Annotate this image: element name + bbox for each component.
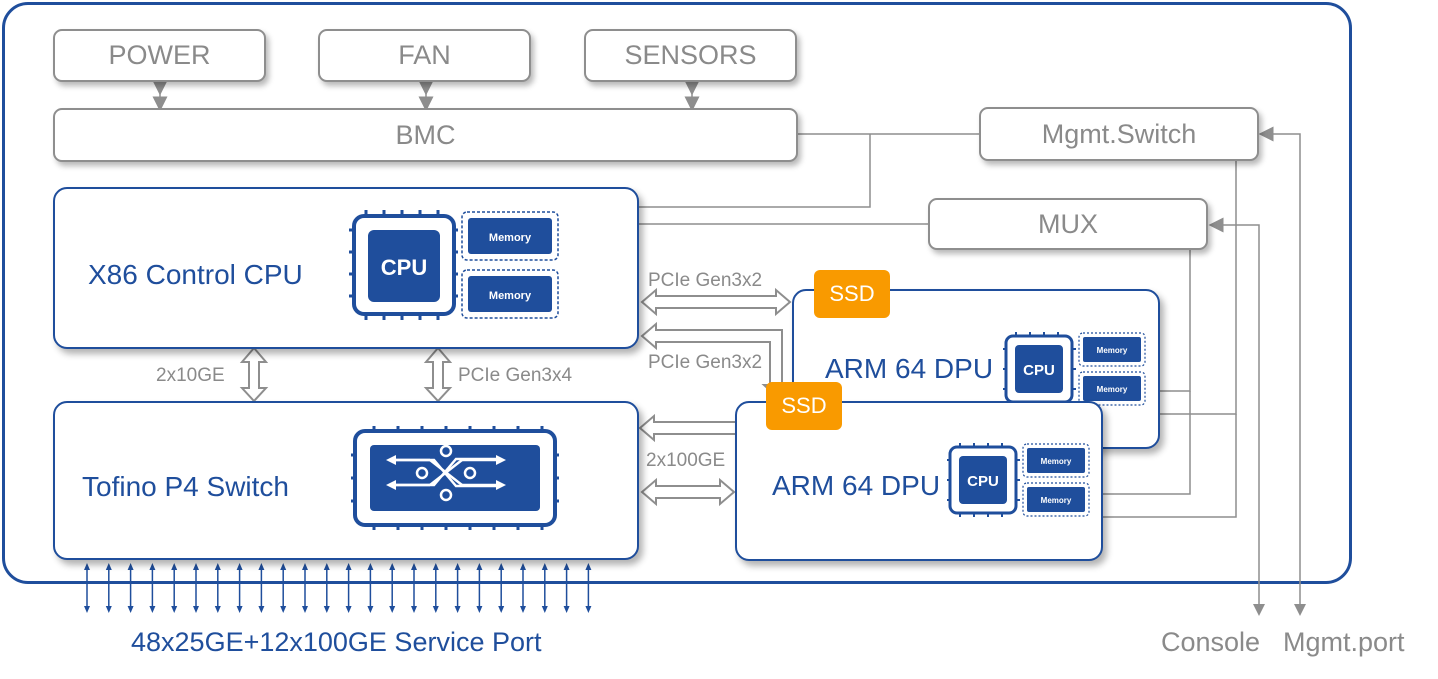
- service-port-arrow: [454, 563, 461, 613]
- dpu-2-label: ARM 64 DPU: [772, 470, 941, 501]
- dpu-2-ssd-badge: SSD: [766, 382, 842, 430]
- x86-memory-1-text: Memory: [489, 232, 532, 244]
- dpu-1-label: ARM 64 DPU: [825, 353, 994, 384]
- link-label-pcie-gen3x4: PCIe Gen3x4: [458, 365, 573, 386]
- service-port-arrow: [105, 563, 112, 613]
- console-line: [1208, 217, 1265, 616]
- mgmt-dpu-lines: [1102, 160, 1237, 518]
- dpu-2-cpu-text: CPU: [967, 473, 999, 490]
- fan-box[interactable]: FAN: [318, 29, 531, 82]
- service-port-arrow: [323, 563, 330, 613]
- mux-dpu-lines: [1102, 250, 1191, 495]
- mux-label: MUX: [1038, 208, 1098, 239]
- service-port-arrow: [258, 563, 265, 613]
- service-port-arrow: [367, 563, 374, 613]
- service-port-arrow: [345, 563, 352, 613]
- dpu-1-ssd-badge: SSD: [814, 270, 890, 318]
- tofino-dpu2-upper-arrow: [638, 413, 737, 443]
- service-port-arrow: [214, 563, 221, 613]
- chassis-frame: [2, 2, 1352, 584]
- service-port-label: 48x25GE+12x100GE Service Port: [131, 627, 542, 657]
- x86-label: X86 Control CPU: [88, 259, 303, 290]
- mgmt-port-label[interactable]: Mgmt.port: [1283, 627, 1405, 657]
- bmc-mgmt-line: [638, 133, 980, 208]
- link-label-2x100ge: 2x100GE: [646, 450, 726, 471]
- service-port-arrow: [563, 563, 570, 613]
- bmc-label: BMC: [395, 119, 456, 150]
- dpu-1-cpu-text: CPU: [1023, 362, 1055, 379]
- service-port-arrow: [193, 563, 199, 613]
- dpu-1-cpu-memory-icon: CPU Memory Memory: [1003, 332, 1146, 406]
- service-port-arrow: [541, 563, 548, 613]
- service-port-arrow: [498, 563, 505, 613]
- power-box[interactable]: POWER: [53, 29, 266, 82]
- service-port-arrow: [476, 563, 483, 613]
- service-port-arrow: [280, 563, 287, 613]
- link-label-pcie-gen3x2-dpu1: PCIe Gen3x2: [648, 270, 763, 291]
- service-port-arrow: [171, 563, 178, 613]
- tofino-label: Tofino P4 Switch: [82, 471, 289, 502]
- console-port-label[interactable]: Console: [1161, 627, 1261, 657]
- fan-label: FAN: [398, 40, 451, 70]
- mgmt-switch-box[interactable]: Mgmt.Switch: [979, 107, 1259, 161]
- dpu-1-memory-1-text: Memory: [1097, 346, 1128, 355]
- service-port-arrow: [236, 563, 243, 613]
- mux-box[interactable]: MUX: [928, 198, 1208, 250]
- service-port-arrow: [127, 563, 134, 613]
- tofino-switch-chip-icon: [351, 426, 559, 530]
- service-port-arrow: [432, 563, 439, 613]
- service-port-arrow: [411, 563, 417, 613]
- link-label-2x10ge: 2x10GE: [156, 365, 225, 386]
- service-port-arrows: [84, 563, 592, 613]
- power-label: POWER: [108, 40, 211, 70]
- service-port-arrow: [302, 563, 308, 613]
- x86-dpu1-pcie-arrow: [640, 287, 792, 317]
- dpu-2-memory-2-text: Memory: [1041, 496, 1072, 505]
- service-port-arrow: [84, 563, 90, 613]
- dpu-2-cpu-memory-icon: CPU Memory Memory: [947, 443, 1090, 517]
- sensors-label: SENSORS: [624, 40, 757, 70]
- x86-tofino-eth-arrow: [239, 346, 269, 403]
- mgmt-switch-label: Mgmt.Switch: [1041, 118, 1197, 149]
- bmc-box[interactable]: BMC: [53, 108, 798, 162]
- tofino-dpu-100ge-arrow: [640, 477, 736, 507]
- dpu-1-memory-2-text: Memory: [1097, 385, 1128, 394]
- service-port-arrow: [389, 563, 396, 613]
- service-port-arrow: [585, 563, 592, 613]
- x86-cpu-text: CPU: [381, 255, 427, 280]
- x86-memory-2-text: Memory: [489, 290, 532, 302]
- service-port-arrow: [520, 563, 526, 613]
- sensors-box[interactable]: SENSORS: [584, 29, 797, 82]
- dpu-2-memory-1-text: Memory: [1041, 457, 1072, 466]
- mgmt-port-line: [1258, 126, 1306, 616]
- service-port-arrow: [149, 563, 156, 613]
- x86-tofino-pcie-arrow: [423, 346, 453, 403]
- x86-cpu-memory-icon: CPU Memory Memory: [349, 210, 559, 320]
- link-label-pcie-gen3x2-dpu2: PCIe Gen3x2: [648, 352, 763, 373]
